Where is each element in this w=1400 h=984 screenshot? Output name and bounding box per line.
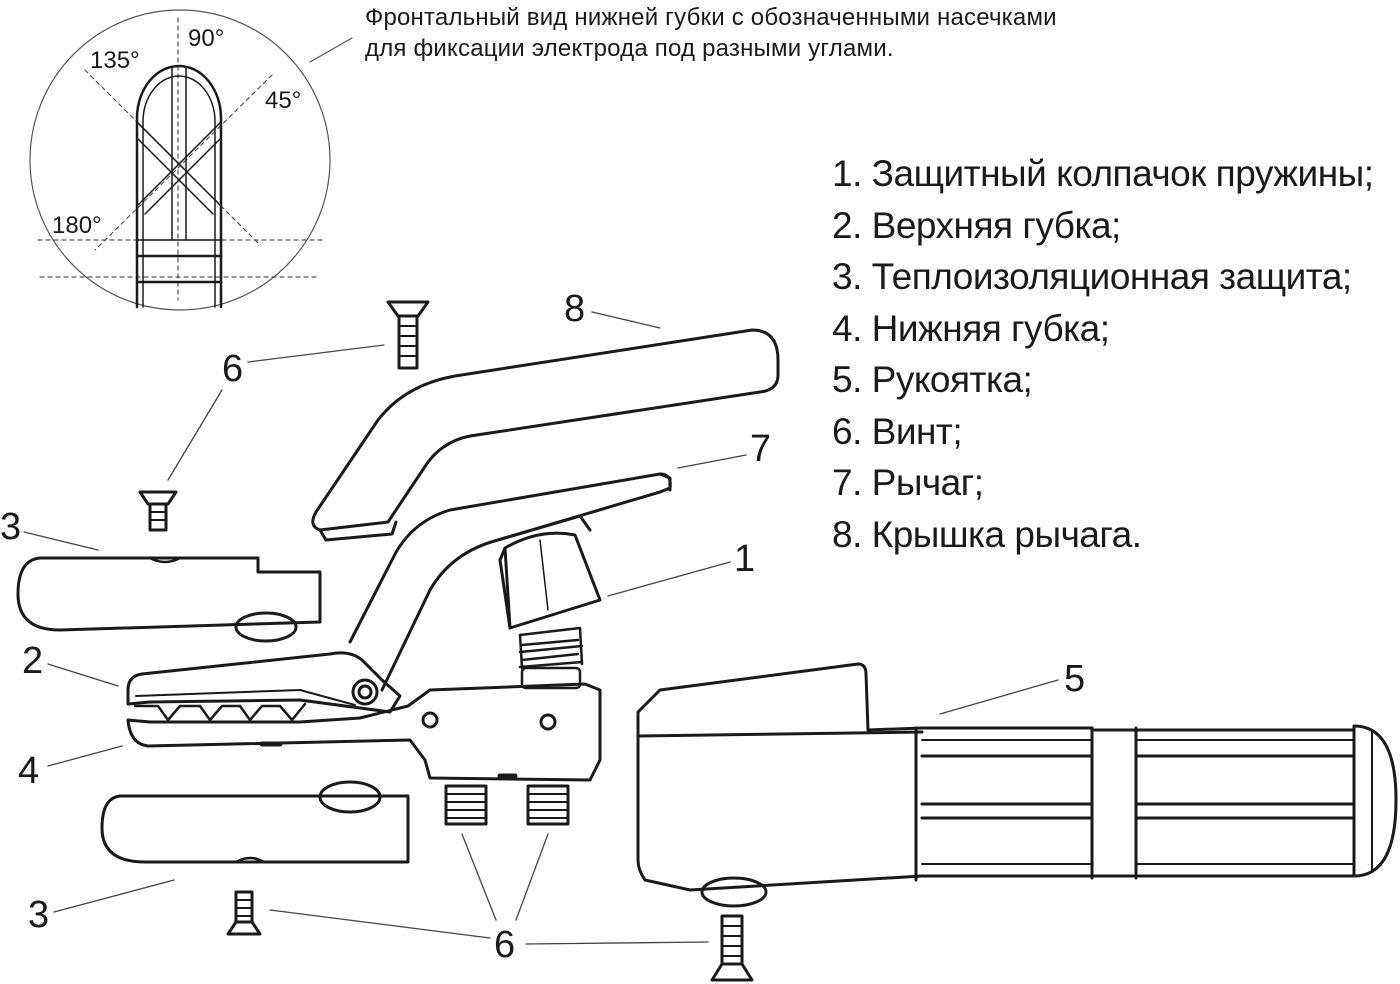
leader-lines — [23, 311, 1059, 945]
inset-circle — [29, 9, 331, 311]
callout-4: 4 — [18, 750, 40, 792]
heat-insulation-bottom — [100, 780, 410, 864]
screw-top-left — [138, 490, 178, 532]
callout-7: 7 — [750, 428, 772, 470]
angle-guides — [37, 17, 323, 301]
lever-cover — [311, 328, 780, 542]
legend-item-6: 6. Винт; — [832, 410, 963, 452]
callout-6-bottom: 6 — [494, 924, 516, 966]
electrode-grooves — [136, 67, 222, 241]
set-screw-a — [444, 784, 488, 826]
inset-leader-line — [309, 37, 353, 63]
screw-top-right — [386, 300, 430, 370]
legend-item-1: 1. Защитный колпачок пружины; — [832, 153, 1374, 194]
legend-item-7: 7. Рычаг; — [832, 462, 984, 503]
legend-item-4: 4. Нижняя губка; — [832, 307, 1110, 349]
spring-cap — [498, 531, 602, 630]
callout-6-left: 6 — [222, 348, 244, 390]
jaw-front-view-inset: 90° 135° 45° 180° — [29, 9, 353, 311]
angle-45-label: 45° — [265, 87, 301, 114]
angle-135-label: 135° — [90, 47, 140, 74]
inset-caption: Фронтальный вид нижней губки с обозначен… — [365, 2, 1057, 64]
jaw-profile — [135, 64, 223, 309]
callout-1: 1 — [734, 538, 756, 580]
callout-5: 5 — [1064, 658, 1086, 700]
spring — [518, 626, 584, 690]
caption-line-1: Фронтальный вид нижней губки с обозначен… — [365, 4, 1057, 31]
caption-line-2: для фиксации электрода под разными углам… — [365, 35, 894, 62]
lever — [348, 472, 672, 692]
angle-90-label: 90° — [188, 25, 224, 52]
parts-legend: 1. Защитный колпачок пружины; 2. Верхняя… — [832, 148, 1374, 560]
legend-item-2: 2. Верхняя губка; — [832, 204, 1121, 246]
lower-jaw — [126, 682, 602, 782]
heat-insulation-top — [16, 556, 322, 643]
upper-jaw — [126, 651, 402, 722]
screw-bottom-right — [710, 914, 754, 982]
legend-item-5: 5. Рукоятка; — [832, 359, 1033, 400]
legend-item-3: 3. Теплоизоляционная защита; — [832, 256, 1352, 297]
callout-2: 2 — [22, 640, 44, 682]
angle-180-label: 180° — [52, 212, 102, 239]
set-screw-b — [526, 784, 570, 826]
callout-3-bottom: 3 — [28, 894, 50, 936]
callout-3-top: 3 — [0, 506, 22, 548]
legend-item-8: 8. Крышка рычага. — [832, 513, 1142, 555]
screw-bottom-left — [226, 890, 262, 936]
callout-8: 8 — [564, 288, 586, 330]
handle — [636, 662, 1398, 908]
